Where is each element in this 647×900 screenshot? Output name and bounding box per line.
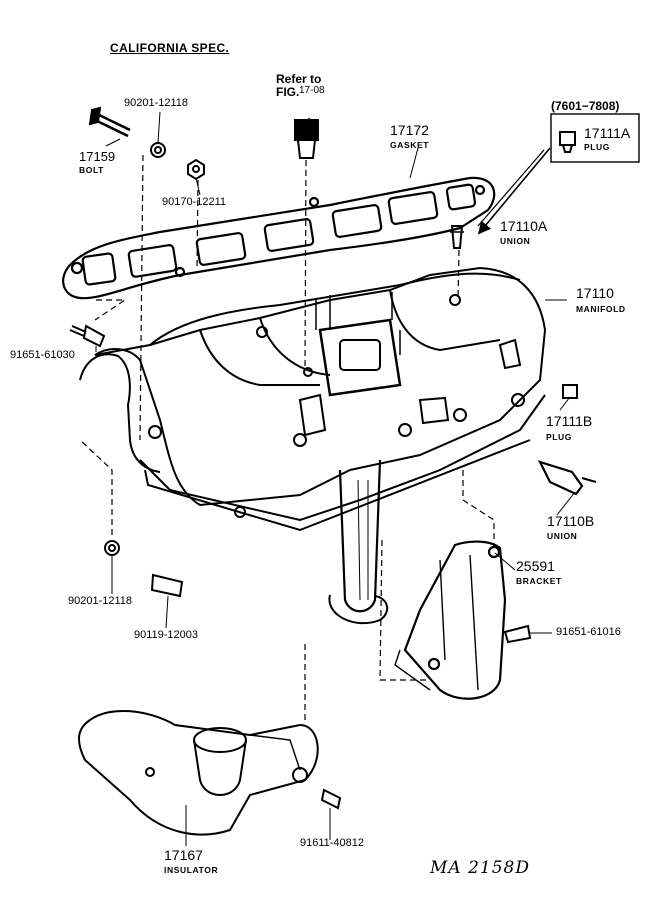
part-number-90201-top: 90201-12118 [124,97,189,109]
california-spec-heading: CALIFORNIA SPEC. [110,41,230,55]
part-name-union-a: UNION [500,236,531,246]
part-number-17172: 17172 [390,122,429,138]
part-name-plug-a: PLUG [584,142,611,152]
part-number-17110: 17110 [576,285,614,301]
part-number-91651-61016: 91651-61016 [556,626,621,638]
range-box [477,113,640,235]
part-name-bolt: BOLT [79,165,104,175]
part-number-91651-61030: 91651-61030 [10,349,75,361]
part-name-insulator: INSULATOR [164,865,219,875]
part-name-bracket: BRACKET [516,576,562,586]
part-number-17167: 17167 [164,847,203,863]
part-number-17110A: 17110A [500,218,548,234]
part-name-plug-b: PLUG [546,432,573,442]
part-number-90170: 90170-12211 [162,196,227,208]
dashed-leaders [79,154,495,720]
part-number-25591: 25591 [516,558,555,574]
insulator-drawing [78,709,319,836]
drawing-code: MA 2158D [430,858,530,878]
part-name-union-b: UNION [547,531,578,541]
part-name-manifold: MANIFOLD [576,304,626,314]
bracket-drawing [394,540,507,700]
part-number-17110B: 17110B [547,513,595,529]
part-number-17111A: 17111A [584,125,631,141]
gasket-drawing [62,176,496,300]
refer-to-line: Refer to [276,72,322,86]
refer-fig-label: FIG. [276,85,300,99]
refer-fig-number: 17-08 [299,85,325,96]
date-range-note: (7601−7808) [551,99,620,113]
part-number-17111B: 17111B [546,413,593,429]
part-name-gasket: GASKET [390,140,430,150]
part-number-90201-bottom: 90201-12118 [68,595,133,607]
part-number-17159: 17159 [79,149,116,164]
leader-lines [95,111,576,846]
small-parts-drawing [69,106,597,810]
part-number-91611: 91611-40812 [300,837,365,849]
part-number-90119: 90119-12003 [134,629,199,641]
manifold-drawing [79,266,547,625]
